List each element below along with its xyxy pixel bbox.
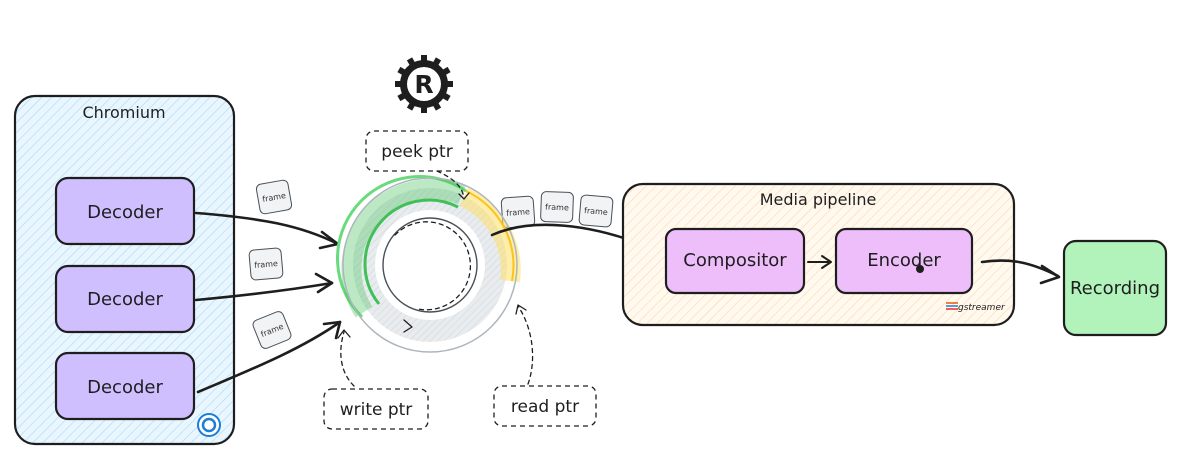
read-ptr-arrow	[517, 305, 534, 385]
chromium-container: Chromium Decoder Decoder Decoder	[13, 94, 236, 446]
ring-buffer	[336, 175, 521, 353]
frame-token-6: frame	[578, 194, 614, 228]
media-pipeline-container: Media pipeline Compositor Encoder gstrea…	[621, 182, 1016, 327]
decoder-label-2: Decoder	[87, 289, 163, 310]
write-ptr-label-box: write ptr	[323, 388, 429, 430]
frame-token-2: frame	[248, 247, 284, 281]
svg-text:frame: frame	[262, 191, 287, 204]
read-ptr-label: read ptr	[511, 397, 579, 417]
svg-text:frame: frame	[254, 259, 278, 270]
decoder-box-1: Decoder	[54, 176, 196, 246]
recording-box: Recording	[1062, 239, 1168, 337]
chrome-icon	[197, 413, 221, 437]
decoder-box-2: Decoder	[54, 264, 196, 334]
svg-text:frame: frame	[506, 207, 530, 218]
write-ptr-arrow	[340, 331, 355, 387]
compositor-box: Compositor	[664, 227, 806, 295]
gstreamer-brand: gstreamer	[958, 303, 1006, 313]
peek-ptr-label: peek ptr	[381, 142, 452, 162]
encoder-box: Encoder	[834, 227, 974, 295]
svg-text:R: R	[414, 70, 433, 99]
peek-ptr-label-box: peek ptr	[365, 130, 469, 172]
media-pipeline-title: Media pipeline	[760, 190, 877, 209]
encoder-label: Encoder	[867, 250, 941, 271]
write-ptr-label: write ptr	[340, 400, 413, 420]
read-ptr-label-box: read ptr	[493, 385, 597, 427]
decoder-box-3: Decoder	[54, 351, 196, 421]
frame-token-3: frame	[252, 311, 292, 349]
peek-ptr-arrow	[436, 170, 465, 199]
frame-token-1: frame	[255, 179, 293, 215]
decoder-label-3: Decoder	[87, 377, 163, 398]
decoder-label-1: Decoder	[87, 202, 163, 223]
recording-label: Recording	[1070, 278, 1160, 299]
compositor-label: Compositor	[683, 250, 787, 271]
rust-logo-icon: R	[395, 55, 453, 113]
svg-text:frame: frame	[545, 203, 569, 213]
svg-text:frame: frame	[584, 206, 608, 217]
gstreamer-logo-icon: gstreamer	[946, 302, 1006, 313]
frame-token-5: frame	[540, 191, 574, 223]
chromium-title: Chromium	[82, 103, 165, 122]
